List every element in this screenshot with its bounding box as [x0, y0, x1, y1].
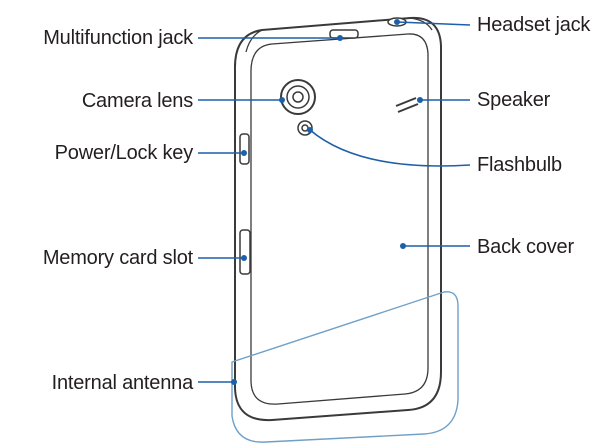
label-speaker: Speaker: [477, 89, 551, 111]
leader-dots: [231, 19, 423, 385]
label-multifunction-jack: Multifunction jack: [43, 27, 193, 49]
label-flashbulb: Flashbulb: [477, 154, 562, 176]
camera-lens-shape: [280, 79, 316, 115]
label-internal-antenna: Internal antenna: [51, 372, 194, 394]
label-back-cover: Back cover: [477, 236, 574, 258]
leader-lines: [198, 21, 471, 383]
power-lock-key-shape: [239, 133, 250, 165]
label-camera-lens: Camera lens: [81, 90, 193, 112]
speaker-grille-shape: [395, 97, 419, 113]
label-memory-card-slot: Memory card slot: [42, 247, 193, 269]
label-power-lock-key: Power/Lock key: [54, 142, 194, 164]
internal-antenna-region: [231, 291, 459, 443]
label-headset-jack: Headset jack: [477, 14, 591, 36]
multifunction-jack-shape: [329, 29, 359, 39]
leader-flashbulb: [309, 129, 471, 167]
memory-card-slot-shape: [239, 229, 251, 275]
leader-headset-jack: [396, 21, 471, 26]
phone-body: [233, 16, 442, 422]
side-keys: [239, 133, 251, 275]
